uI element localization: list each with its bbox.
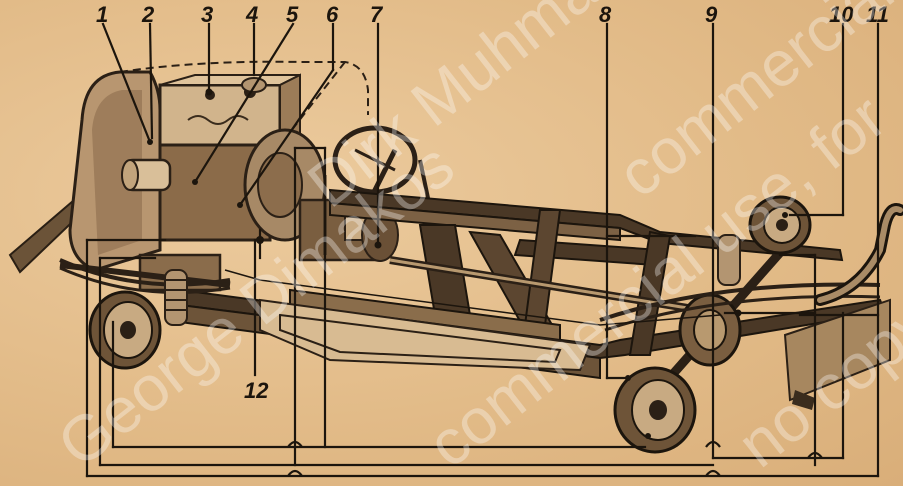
label-2: 2	[141, 2, 155, 27]
rear-near-wheel-drum	[613, 366, 697, 454]
leader-lines	[85, 22, 880, 478]
label-10: 10	[829, 2, 854, 27]
part-number-labels: 1 2 3 4 5 6 7 8 9 10 11 12	[96, 2, 889, 403]
label-6: 6	[326, 2, 339, 27]
front-wheel-drum	[88, 290, 162, 370]
engine-block	[119, 60, 369, 242]
label-1: 1	[96, 2, 108, 27]
label-12: 12	[244, 378, 269, 403]
steering-wheel	[332, 125, 418, 195]
label-8: 8	[599, 2, 612, 27]
label-11: 11	[866, 2, 889, 27]
label-4: 4	[245, 2, 258, 27]
label-3: 3	[201, 2, 213, 27]
label-9: 9	[705, 2, 718, 27]
label-5: 5	[286, 2, 299, 27]
label-7: 7	[370, 2, 384, 27]
